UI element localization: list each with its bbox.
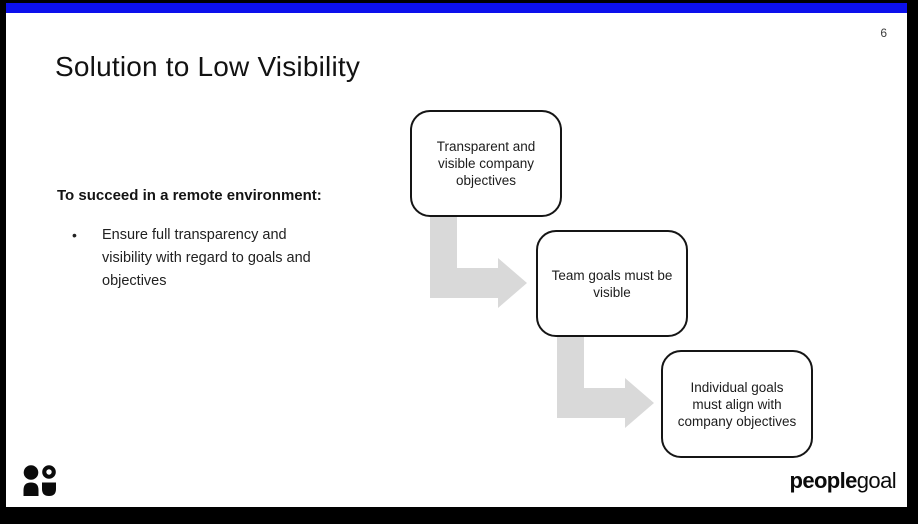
peoplegoal-logo-icon bbox=[23, 465, 56, 496]
left-panel-heading: To succeed in a remote environment: bbox=[57, 187, 322, 204]
bullet-item: • Ensure full transparency and visibilit… bbox=[70, 224, 315, 293]
bent-arrow-2 bbox=[557, 337, 654, 428]
diagram-box-individual-goals: Individual goals must align with company… bbox=[661, 350, 813, 458]
diagram-box-label: Individual goals must align with company… bbox=[677, 379, 797, 429]
diagram-box-label: Transparent and visible company objectiv… bbox=[436, 139, 536, 188]
top-accent-bar bbox=[6, 3, 907, 13]
diagram-box-team-goals: Team goals must be visible bbox=[536, 230, 688, 337]
brand-text-goal: goal bbox=[856, 468, 897, 493]
bullet-dot: • bbox=[72, 227, 77, 243]
page-number: 6 bbox=[880, 26, 887, 40]
diagram-box-label: Team goals must be visible bbox=[551, 267, 673, 300]
peoplegoal-wordmark: peoplegoal bbox=[789, 468, 896, 494]
bent-arrow-1 bbox=[430, 217, 527, 308]
bullet-text: Ensure full transparency and visibility … bbox=[102, 227, 311, 289]
slide-body: 6 Solution to Low Visibility To succeed … bbox=[6, 13, 907, 507]
slide-title: Solution to Low Visibility bbox=[55, 51, 361, 82]
diagram-box-company-objectives: Transparent and visible company objectiv… bbox=[410, 110, 562, 217]
brand-text-people: people bbox=[789, 468, 857, 493]
